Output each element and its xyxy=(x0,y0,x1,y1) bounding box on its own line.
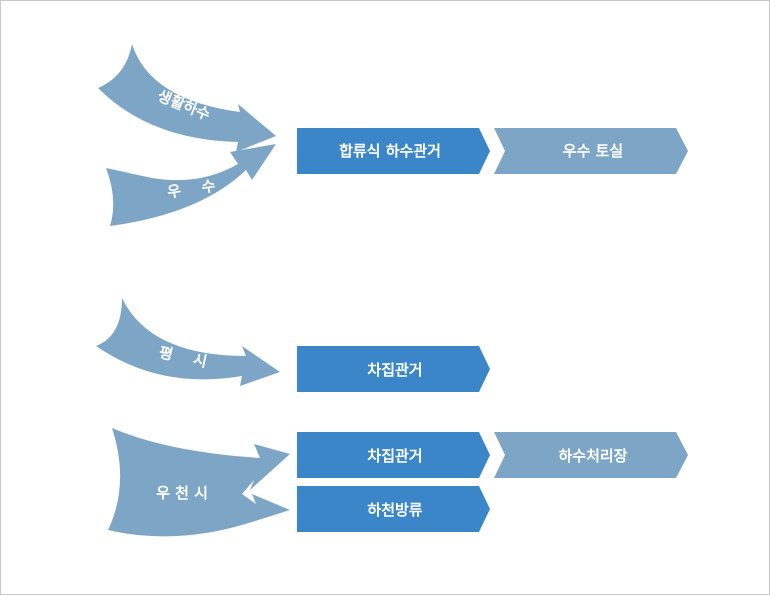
domestic-sewage-arrow xyxy=(98,44,276,152)
combined-sewer-box[interactable] xyxy=(297,128,490,174)
interceptor-rain-label: 차집관거 xyxy=(367,447,422,465)
interceptor-dry-label: 차집관거 xyxy=(367,361,422,379)
river-discharge-label: 하천방류 xyxy=(367,501,422,519)
rain-overflow-label: 우수 토실 xyxy=(563,142,623,160)
interceptor-rain-box[interactable] xyxy=(297,432,490,478)
treatment-plant-label: 하수처리장 xyxy=(558,447,627,465)
treatment-plant-box[interactable] xyxy=(494,432,688,478)
rainwater-arrow xyxy=(106,144,276,226)
river-discharge-box[interactable] xyxy=(297,486,490,532)
interceptor-dry-box[interactable] xyxy=(297,346,490,392)
combined-sewer-label: 합류식 하수관거 xyxy=(339,142,441,160)
rain-overflow-box[interactable] xyxy=(494,128,688,174)
rainy-weather-label: 우 천 시 xyxy=(156,484,208,502)
rainy-weather-arrow xyxy=(108,428,290,537)
dry-weather-arrow xyxy=(96,298,280,386)
